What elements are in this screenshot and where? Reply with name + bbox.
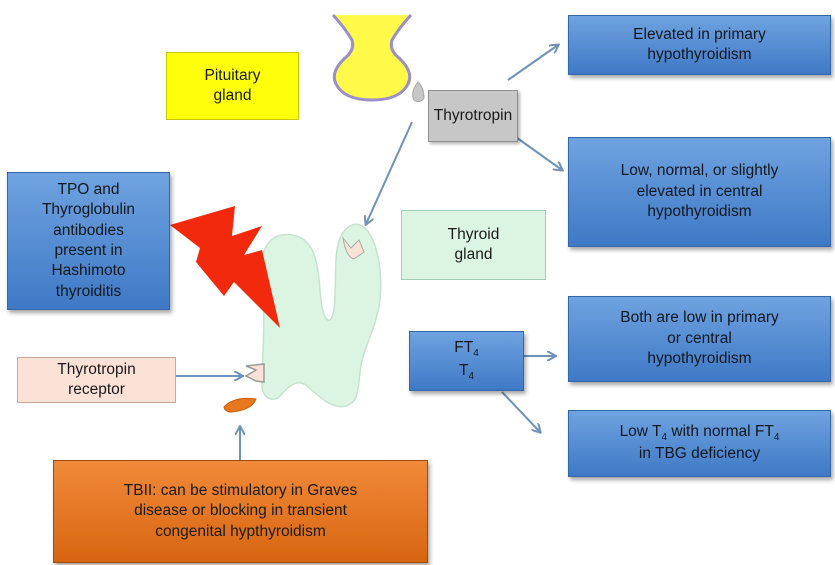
tbg-deficiency-text: Low T4 with normal FT4 in TBG deficiency (619, 423, 780, 463)
thyroid-gland-icon (260, 223, 382, 408)
lightning-bolt-icon (170, 206, 280, 328)
ft4-t4-box: FT4 T4 (409, 331, 524, 391)
arrow-ft4-tbg (501, 391, 540, 432)
thyrotropin-receptor-label: Thyrotropin receptor (17, 357, 176, 403)
thyroid-gland-label: Thyroid gland (401, 210, 546, 280)
both-low-box: Both are low in primary or central hypot… (568, 296, 831, 382)
pituitary-label: Pituitary gland (166, 52, 299, 120)
tpo-antibodies-box: TPO and Thyroglobulin antibodies present… (7, 172, 170, 310)
low-central-box: Low, normal, or slightly elevated in cen… (568, 137, 831, 247)
receptor-icon (244, 363, 265, 383)
arrow-to-thyroid (366, 121, 413, 224)
arrow-to-elevated (507, 45, 558, 81)
elevated-primary-box: Elevated in primary hypothyroidism (568, 15, 831, 75)
tbg-deficiency-box: Low T4 with normal FT4 in TBG deficiency (568, 410, 831, 477)
pituitary-icon (331, 13, 413, 102)
thyrotropin-label: Thyrotropin (428, 90, 518, 142)
thyroid-cell-icon (342, 236, 365, 260)
pituitary-stalk-icon (412, 81, 425, 103)
tbii-antibody-icon (223, 397, 257, 413)
arrow-to-low-central (512, 134, 562, 170)
t4-label: T4 (458, 362, 475, 383)
ft4-label: FT4 (454, 339, 479, 360)
tbii-box: TBII: can be stimulatory in Graves disea… (53, 460, 428, 563)
